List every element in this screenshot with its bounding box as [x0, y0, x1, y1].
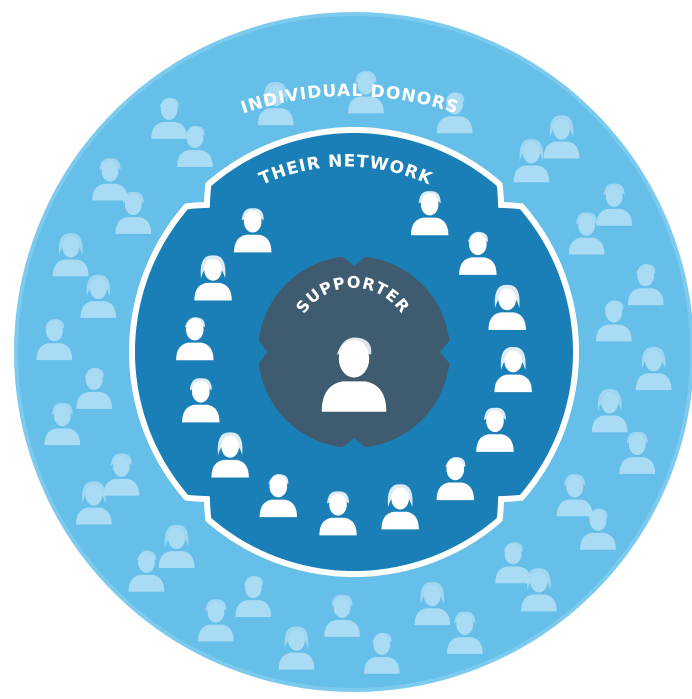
donor-person-icon [543, 115, 580, 159]
network-person-icon [182, 378, 220, 423]
network-person-icon [436, 457, 474, 501]
network-person-icon [476, 407, 514, 452]
donor-person-icon [446, 611, 483, 654]
donor-person-icon [568, 212, 605, 255]
network-person-icon [494, 347, 532, 393]
outer-ring-icons [36, 71, 672, 674]
donor-person-icon [44, 403, 81, 446]
donor-person-icon [115, 191, 152, 234]
donor-person-icon [591, 389, 628, 433]
donor-person-icon [521, 568, 557, 612]
donor-person-icon [235, 575, 272, 617]
donor-person-icon [414, 582, 451, 626]
donor-person-icon [619, 431, 656, 474]
donor-person-icon [580, 508, 616, 550]
supporter-person-icon [321, 337, 387, 412]
donor-person-icon [635, 346, 672, 391]
donor-person-icon [75, 481, 112, 525]
donor-person-icon [177, 125, 213, 167]
network-person-icon [410, 191, 449, 236]
donor-person-icon [595, 300, 632, 342]
supporter-avatar-icon [321, 337, 387, 412]
donor-person-icon [495, 542, 531, 584]
donor-person-icon [76, 367, 113, 409]
donor-person-icon [436, 92, 473, 134]
network-person-icon [211, 432, 249, 478]
donor-person-icon [158, 524, 195, 568]
donor-person-icon [627, 264, 664, 306]
network-person-icon [319, 491, 357, 536]
donor-person-icon [92, 158, 128, 201]
network-person-icon [194, 255, 232, 301]
donor-person-icon [103, 453, 140, 496]
donor-person-icon [128, 550, 165, 592]
donor-person-icon [324, 594, 360, 637]
donor-person-icon [513, 139, 550, 183]
middle-ring-icons [176, 191, 532, 536]
donor-person-icon [36, 319, 73, 361]
donor-person-icon [151, 97, 187, 139]
network-person-icon [381, 484, 419, 530]
donor-person-icon [596, 183, 633, 226]
donor-person-icon [363, 632, 400, 674]
donor-person-icon [198, 599, 234, 642]
donor-person-icon [278, 626, 315, 670]
donor-person-icon [348, 71, 384, 114]
network-person-icon [488, 284, 526, 331]
network-person-icon [259, 474, 298, 518]
donor-person-icon [556, 474, 593, 517]
donor-person-icon [257, 81, 294, 126]
network-person-icon [459, 231, 497, 275]
donor-person-icon [52, 233, 89, 277]
network-person-icon [234, 208, 272, 253]
donor-person-icon [80, 274, 117, 318]
network-person-icon [176, 317, 214, 361]
